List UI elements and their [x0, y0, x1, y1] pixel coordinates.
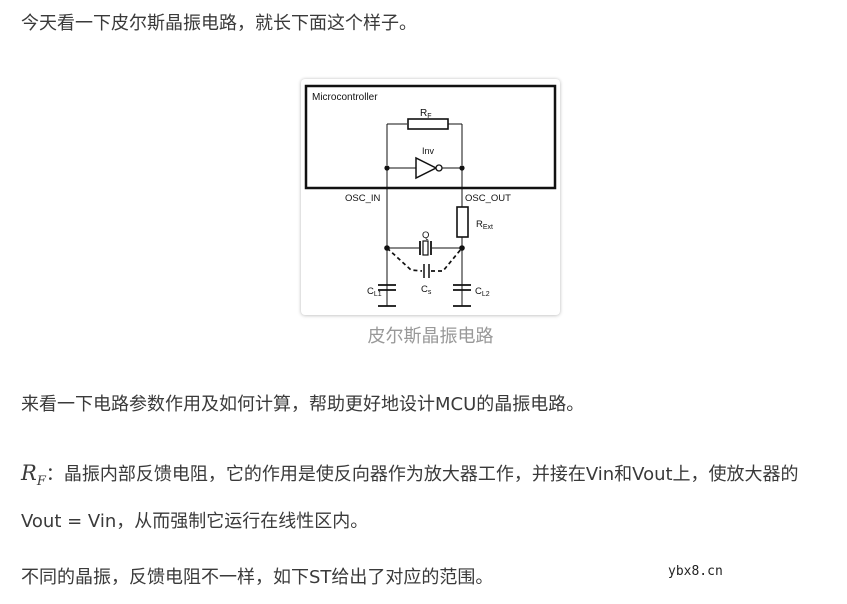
rf-math-symbol: RF [21, 461, 46, 490]
osc-in-label: OSC_IN [345, 193, 381, 204]
svg-text:Q: Q [422, 230, 429, 241]
svg-text:Inv: Inv [422, 146, 435, 156]
intro-paragraph: 今天看一下皮尔斯晶振电路，就长下面这个样子。 [21, 13, 417, 34]
svg-text:Cs: Cs [421, 284, 432, 296]
microcontroller-label: Microcontroller [312, 92, 378, 103]
svg-text:RExt: RExt [476, 219, 493, 231]
svg-text:CL2: CL2 [475, 286, 490, 298]
range-note-paragraph: 不同的晶振，反馈电阻不一样，如下ST给出了对应的范围。 [21, 567, 494, 588]
figure-caption: 皮尔斯晶振电路 [367, 326, 494, 347]
rf-paragraph: RF：晶振内部反馈电阻，它的作用是使反向器作为放大器工作，并接在Vin和Vout… [21, 461, 799, 533]
osc-out-label: OSC_OUT [465, 193, 511, 204]
purpose-paragraph: 来看一下电路参数作用及如何计算，帮助更好地设计MCU的晶振电路。 [21, 394, 585, 415]
svg-text:RF: RF [420, 108, 432, 120]
watermark: ybx8.cn [668, 564, 723, 579]
pierce-oscillator-circuit-diagram: Microcontroller RF Inv OSC_IN OSC_OUT RE… [304, 84, 557, 307]
pierce-oscillator-figure: Microcontroller RF Inv OSC_IN OSC_OUT RE… [301, 79, 560, 315]
svg-text:CL1: CL1 [367, 286, 382, 298]
rf-description: 晶振内部反馈电阻，它的作用是使反向器作为放大器工作，并接在Vin和Vout上，使… [21, 464, 799, 533]
